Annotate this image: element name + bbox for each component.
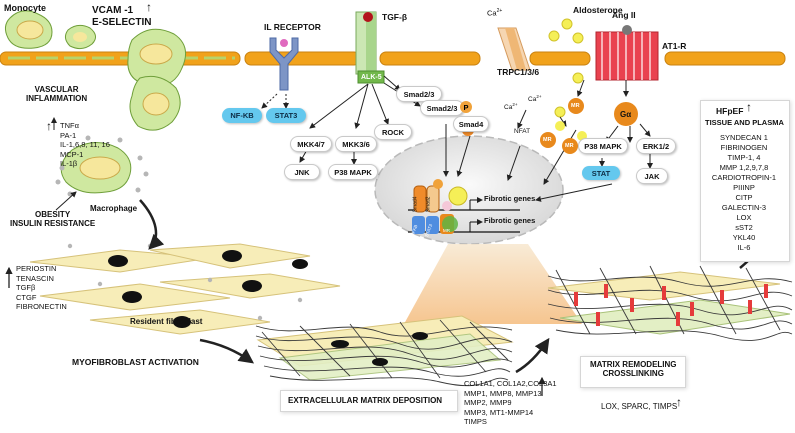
remodeling-up-arrow: ↑ [676, 395, 682, 409]
mkk36-pill: MKK3/6 [335, 136, 377, 152]
mr-label-2: MR [543, 137, 552, 143]
mkk47-pill: MKK4/7 [290, 136, 332, 152]
ecm-markers: COL1A1, COL1A2,COL3A1 MMP1, MMP8, MMP13 … [464, 379, 557, 426]
il-receptor [269, 37, 299, 91]
aldosterone-label: Aldosterone [573, 5, 623, 15]
myofibroblast-activation-label: MYOFIBROBLAST ACTIVATION [72, 357, 199, 367]
il-receptor-label: IL RECEPTOR [264, 22, 321, 32]
vcam-up-arrow: ↑ [146, 0, 152, 14]
dna-promoter [408, 179, 520, 234]
galpha-label: Gα [620, 110, 632, 119]
ang-ii-label: Ang II [612, 10, 636, 20]
phospho-badge: P [460, 101, 472, 113]
nucleus [374, 135, 564, 245]
aldosterone-molecules [548, 18, 584, 118]
erk12-pill: ERK1/2 [636, 138, 676, 154]
fibrotic-genes-2: Fibrotic genes [484, 216, 536, 225]
ecm-title: EXTRACELLULAR MATRIX DEPOSITION [288, 396, 443, 405]
nfat-label: NFAT [514, 128, 531, 135]
stat3-pill: STAT3 [266, 108, 306, 123]
remodeling-title-panel [580, 356, 686, 388]
trpc-label: TRPC1/3/6 [497, 67, 540, 77]
resident-fibroblasts [29, 243, 341, 335]
monocyte-label: Monocyte [4, 3, 47, 13]
nucleus-smad2: Smad2 [425, 196, 432, 213]
jak-pill: JAK [636, 168, 668, 184]
vascular-markers: TNFα PA-1 IL-1,6,8, 11, 16 MCP-1 IL-1β [60, 121, 110, 168]
crosslinked-matrix [547, 265, 793, 341]
hfpef-up-arrow: ↑ [746, 100, 752, 114]
calcium-top: Ca2+ [487, 8, 503, 18]
macrophage-label: Macrophage [90, 204, 138, 213]
hfpef-biomarkers: SYNDECAN 1 FIBRINOGEN TIMP-1, 4 MMP 1,2,… [711, 133, 777, 252]
ecm-title-panel [280, 390, 458, 412]
obesity-label: OBESITY INSULIN RESISTANCE [10, 210, 96, 228]
hfpef-panel [700, 100, 790, 262]
tgfb-label: TGF-β [382, 12, 408, 22]
smad23-pill-b: Smad2/3 [420, 100, 464, 116]
jnk-pill: JNK [284, 164, 320, 180]
hfpef-subtitle: TISSUE AND PLASMA [705, 118, 784, 127]
p38-mapk-pill-left: P38 MAPK [328, 164, 378, 180]
rock-pill: ROCK [374, 124, 412, 140]
nucleus-smad4: Smad4 [412, 196, 419, 213]
resident-fibroblast-label: Resident fibroblast [130, 317, 203, 326]
ecm-matrix [255, 315, 514, 387]
nfkb-pill: NF-KB [222, 108, 262, 123]
calcium-mid-1: Ca2+ [504, 102, 518, 112]
mr-label-1: MR [571, 103, 580, 109]
at1r-label: AT1-R [662, 41, 687, 51]
vcam-label: VCAM -1 [92, 5, 134, 16]
tgfb-receptor [355, 11, 385, 84]
vascular-inflammation-title: VASCULAR INFLAMMATION [26, 85, 88, 103]
smad23-pill-a: Smad2/3 [396, 86, 442, 102]
monocyte-cell [4, 10, 96, 50]
stat-pill: STAT [582, 166, 620, 180]
vascular-up-arrow: ↑ [46, 119, 52, 133]
macrophage-cell [55, 135, 149, 197]
remodeling-markers: LOX, SPARC, TIMPS [601, 402, 678, 411]
cell-membrane [0, 51, 786, 66]
at1-receptor [595, 25, 659, 81]
nucleus-mr: MR [443, 228, 450, 233]
trpc-channel [497, 27, 531, 71]
alk5-label: ALK-5 [361, 74, 382, 81]
p38-mapk-pill-right: P38 MAPK [578, 138, 628, 154]
fibrotic-genes-1: Fibrotic genes [484, 194, 536, 203]
eselectin-label: E-SELECTIN [92, 17, 152, 28]
increase-arrows [5, 266, 546, 396]
transmigrating-monocyte [127, 28, 187, 131]
calcium-mid-2: Ca2+ [528, 94, 542, 104]
remodeling-title: MATRIX REMODELING CROSSLINKING [590, 360, 677, 378]
zoom-wedge [404, 244, 582, 324]
mr-label-3: MR [565, 143, 574, 149]
smad4-pill: Smad4 [453, 116, 489, 132]
fibroblast-markers: PERIOSTIN TENASCIN TGFβ CTGF FIBRONECTIN [16, 264, 67, 311]
hfpef-title: HFpEF [716, 106, 744, 116]
